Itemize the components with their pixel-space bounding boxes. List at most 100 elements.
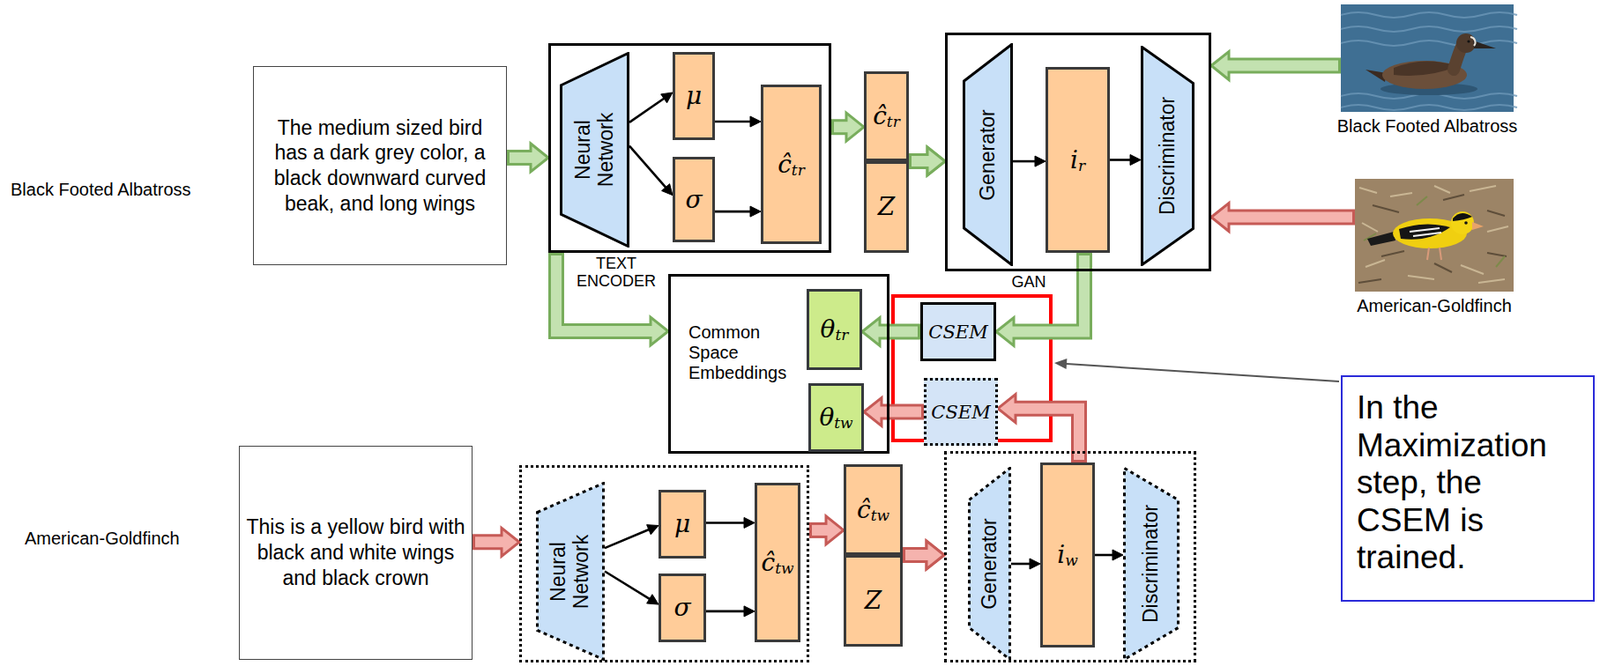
node-text: In the Maximization step, the CSEM is tr… (1356, 389, 1579, 578)
row-label: Black Footed Albatross (10, 178, 192, 201)
module-label: GAN (1002, 274, 1056, 292)
arrowhead (662, 184, 673, 196)
arrow-line (1109, 158, 1132, 162)
node-text: θtw (818, 402, 853, 433)
flow-arrow (908, 147, 946, 176)
arrow-shaft-fill (811, 525, 830, 536)
flow-arrow (629, 146, 673, 196)
embedding-box: θtw (808, 383, 864, 453)
arrow-line (604, 529, 650, 549)
arrow-shaft-fill (911, 156, 931, 167)
flow-arrow (996, 253, 1085, 347)
node-text: Generator (976, 66, 1000, 244)
node-text: CSEM (930, 401, 990, 424)
embedding-box: θtr (806, 289, 863, 371)
arrow-shaft-outline (1015, 409, 1080, 463)
node-text: Discriminator (1139, 480, 1163, 648)
flow-arrow (1094, 550, 1124, 561)
arrow-line (706, 521, 745, 525)
callout-note: In the Maximization step, the CSEM is tr… (1340, 375, 1595, 603)
arrowhead (647, 595, 659, 605)
albatross-photo (1340, 4, 1518, 112)
arrow-shaft-fill (1225, 212, 1353, 224)
node-text: Generator (978, 480, 1002, 648)
arrowhead (750, 206, 761, 217)
node-text: θtr (820, 314, 849, 345)
node-text: μ (674, 509, 691, 540)
vector-box: ĉtr (863, 71, 909, 162)
vector-box: ĉtr (760, 84, 822, 245)
arrowhead (1112, 550, 1124, 561)
node-text: μ (685, 81, 702, 112)
arrowhead (647, 525, 659, 536)
flow-arrow (1012, 156, 1046, 167)
flow-arrow (556, 253, 669, 346)
node-text: Z (864, 586, 882, 617)
flow-arrow (706, 517, 755, 529)
flow-arrow (902, 541, 945, 570)
node-text: σ (684, 185, 702, 216)
flow-arrow (1211, 52, 1341, 81)
flow-arrow (629, 92, 673, 123)
vector-box: ĉtw (843, 464, 903, 556)
flow-arrow (902, 541, 945, 570)
arrow-line (604, 572, 651, 601)
arrowhead (744, 517, 755, 529)
node-text: Z (878, 192, 895, 223)
module-frame: Neural Network μ σ ĉtw (519, 465, 810, 663)
arrowhead (1034, 156, 1046, 167)
network-block: Neural Network (535, 482, 605, 662)
node-text: Discriminator (1156, 63, 1180, 249)
trapezoid-shape (964, 44, 1013, 266)
flow-arrow (908, 147, 946, 176)
arrow-shaft-fill (1010, 255, 1085, 333)
flow-arrow (1011, 558, 1041, 570)
vector-box: σ (658, 573, 707, 643)
photo-frame: Black Footed Albatross (1340, 4, 1514, 112)
node-text: iw (1056, 540, 1079, 571)
flow-arrow (714, 206, 761, 217)
flow-arrow (863, 398, 924, 427)
leader-arrowhead (1054, 358, 1067, 370)
node-text: CSEM (928, 321, 988, 343)
arrow-line (714, 120, 752, 124)
flow-arrow (604, 572, 659, 606)
flow-arrow (1109, 155, 1141, 166)
arrow-shaft-fill (876, 327, 918, 338)
flow-arrow (706, 606, 755, 618)
vector-box: Z (843, 555, 903, 648)
goldfinch-photo (1354, 178, 1514, 292)
module-frame: TEXT ENCODERNeural Networkμσĉtr (548, 43, 832, 254)
network-block: Neural Network (559, 52, 630, 248)
vector-box: ĉtw (754, 483, 801, 643)
trapezoid-shape (969, 468, 1011, 661)
node-text: ĉtr (777, 149, 805, 180)
vector-box: iw (1040, 462, 1095, 648)
arrow-line (1012, 160, 1036, 164)
module-frame: GANGeneratorirDiscriminator (945, 32, 1212, 272)
csem-box: CSEM (923, 378, 998, 447)
arrowhead (750, 116, 761, 127)
arrow-shaft-fill (905, 550, 931, 561)
arrowhead (661, 92, 673, 104)
arrow-shaft-outline (1013, 253, 1085, 333)
network-block: Generator (967, 467, 1012, 662)
flow-arrow (472, 528, 520, 557)
node-text: Neural Network (547, 523, 594, 621)
arrow-shaft-fill (509, 152, 535, 164)
csem-box: CSEM (920, 302, 997, 362)
vector-box: μ (658, 490, 707, 559)
flow-arrow (809, 516, 844, 545)
network-block: Discriminator (1140, 45, 1195, 267)
flow-arrow (1211, 203, 1355, 232)
row-label: American-Goldfinch (24, 528, 180, 550)
node-text: σ (673, 593, 691, 624)
arrow-shaft-fill (1225, 60, 1339, 72)
arrow-shaft-fill (905, 550, 931, 561)
node-text: ĉtw (856, 495, 890, 526)
arrow-shaft-fill (475, 536, 506, 548)
vector-box: Z (863, 161, 909, 254)
flow-arrow (862, 318, 921, 347)
arrow-line (1011, 563, 1031, 566)
arrow-line (629, 97, 665, 123)
